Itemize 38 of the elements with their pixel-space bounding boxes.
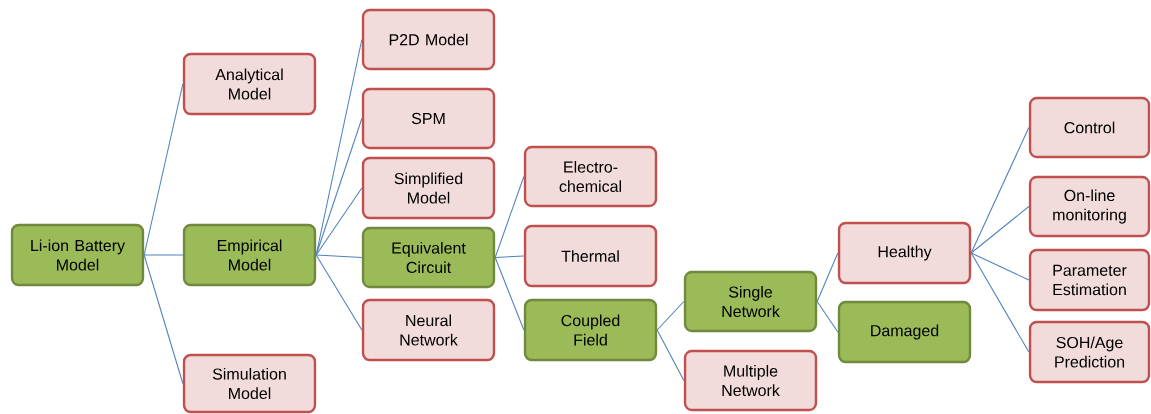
process-box: Equivalent Circuit	[361, 226, 496, 289]
connector-line	[494, 256, 525, 331]
process-box: Analytical Model	[182, 52, 317, 116]
process-box: Coupled Field	[523, 298, 658, 362]
process-box: On-line monitoring	[1028, 175, 1151, 238]
process-box: Single Network	[683, 270, 818, 333]
connector-line	[970, 126, 1030, 254]
process-box: P2D Model	[361, 8, 496, 71]
process-box: Neural Network	[361, 298, 496, 362]
process-box: Damaged	[837, 300, 972, 364]
process-box: Simulation Model	[182, 353, 317, 414]
process-box: Simplified Model	[361, 156, 496, 220]
connector-line	[970, 252, 1030, 281]
process-box: Thermal	[523, 224, 658, 288]
connector-line	[656, 329, 685, 382]
connector-line	[816, 300, 839, 333]
process-box: Electro-chemical	[523, 145, 658, 208]
connector-line	[143, 254, 184, 385]
connector-line	[494, 175, 525, 259]
process-box: Control	[1028, 96, 1151, 159]
connector-line	[315, 254, 363, 259]
connector-line	[970, 205, 1030, 254]
process-box: SPM	[361, 87, 496, 150]
connector-line	[494, 255, 525, 259]
connector-line	[970, 252, 1030, 353]
process-box: Healthy	[837, 221, 972, 285]
connector-line	[143, 254, 184, 256]
connector-line	[315, 117, 363, 256]
connector-line	[143, 83, 184, 256]
connector-line	[315, 254, 363, 331]
process-box: Multiple Network	[683, 349, 818, 412]
process-box: Parameter Estimation	[1028, 248, 1151, 312]
connector-line	[315, 187, 363, 256]
connector-line	[656, 300, 685, 331]
process-box: SOH/Age Prediction	[1028, 320, 1151, 384]
connector-line	[816, 252, 839, 303]
process-box: Empirical Model	[182, 223, 317, 287]
process-box: Li-ion Battery Model	[10, 223, 145, 287]
